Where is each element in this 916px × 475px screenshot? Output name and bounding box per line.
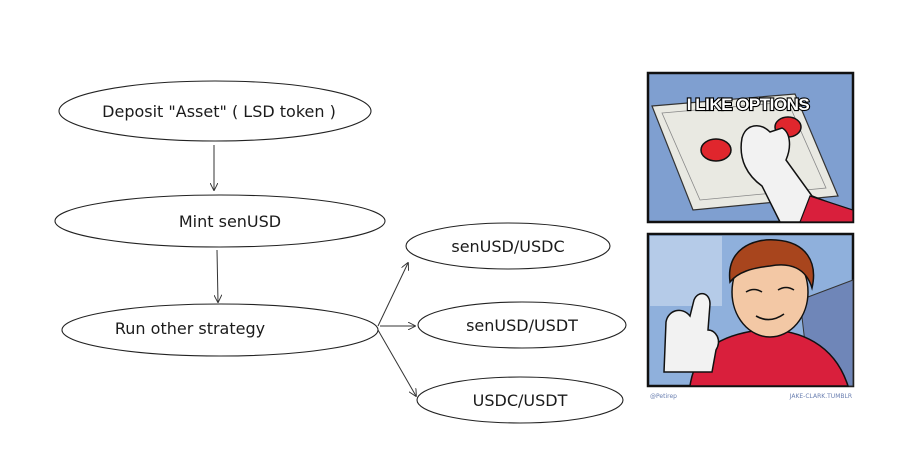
node-pair1: senUSD/USDC xyxy=(405,222,611,270)
node-pair2-label: senUSD/USDT xyxy=(466,316,578,335)
node-pair3-shape xyxy=(416,376,624,424)
hair-icon xyxy=(728,239,815,291)
node-deposit: Deposit "Asset" ( LSD token ) xyxy=(58,80,372,142)
edge-strategy-to-pair1 xyxy=(377,263,408,327)
node-pair2-shape xyxy=(417,301,627,349)
thumbs-up-glove-icon xyxy=(663,292,720,373)
sleeve-cuff-icon xyxy=(799,195,854,223)
eye-right-icon xyxy=(777,286,795,291)
smile-icon xyxy=(755,313,785,321)
node-pair1-label: senUSD/USDC xyxy=(451,237,564,256)
meme-bottom-panel: @Petirep JAKE-CLARK.TUMBLR xyxy=(646,232,855,400)
left-red-button-icon xyxy=(700,138,732,162)
node-deposit-label: Deposit "Asset" ( LSD token ) xyxy=(102,102,336,121)
node-pair3-label: USDC/USDT xyxy=(473,391,568,410)
flowchart-edges xyxy=(214,145,416,396)
gloved-hand-icon xyxy=(740,125,854,223)
node-pair3: USDC/USDT xyxy=(416,376,624,424)
node-mint-shape xyxy=(54,194,386,248)
node-mint-label: Mint senUSD xyxy=(179,212,281,231)
node-strategy: Run other strategy xyxy=(61,303,379,357)
credit-left: @Petirep xyxy=(650,393,677,400)
node-deposit-shape xyxy=(58,80,372,142)
node-strategy-shape xyxy=(61,303,379,357)
node-pair2: senUSD/USDT xyxy=(417,301,627,349)
meme-top-panel: I LIKE OPTIONS xyxy=(646,71,855,224)
meme-caption: I LIKE OPTIONS xyxy=(687,95,810,114)
background-window xyxy=(650,236,722,306)
node-mint: Mint senUSD xyxy=(54,194,386,248)
node-strategy-label: Run other strategy xyxy=(115,319,265,338)
meme-image: I LIKE OPTIONS @Petirep JAKE-CLARK.TUMBL… xyxy=(646,71,855,400)
credit-right: JAKE-CLARK.TUMBLR xyxy=(789,393,852,400)
control-panel-inner xyxy=(661,101,827,201)
eye-left-icon xyxy=(745,288,763,293)
node-pair1-shape xyxy=(405,222,611,270)
edge-mint-to-strategy xyxy=(217,249,218,302)
edge-strategy-to-pair3 xyxy=(377,329,416,396)
